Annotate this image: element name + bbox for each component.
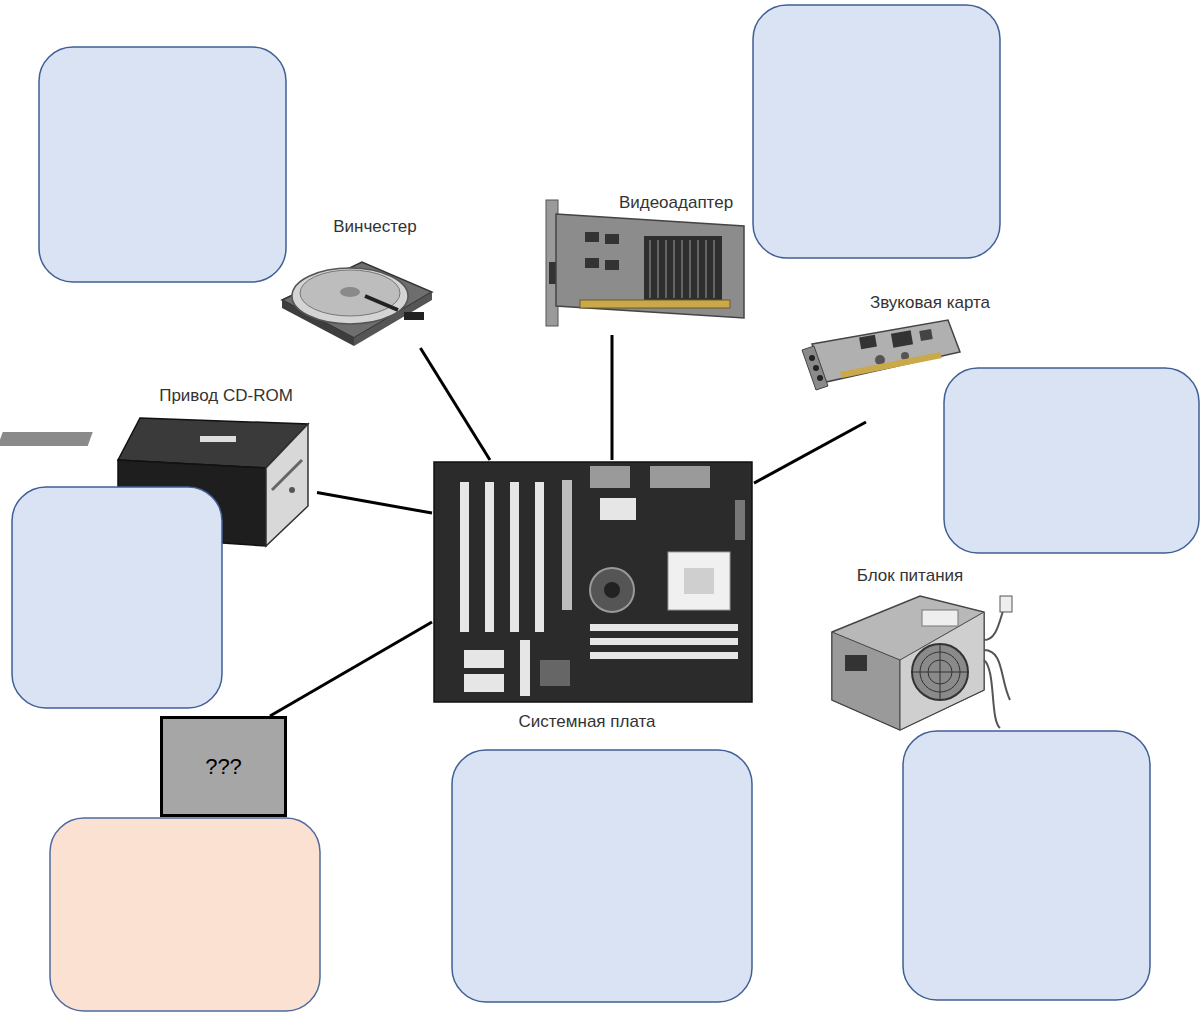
component-node: Видеоадаптер bbox=[545, 190, 750, 335]
component-node: Звуковая карта bbox=[800, 290, 975, 422]
component-node: Системная плата bbox=[432, 460, 754, 735]
motherboard-picture bbox=[434, 462, 752, 702]
connector-line bbox=[270, 622, 432, 716]
connector-line bbox=[420, 348, 490, 460]
component-node: Винчестер bbox=[278, 213, 438, 348]
component-caption: Привод CD-ROM bbox=[159, 386, 293, 406]
component-node: Блок питания bbox=[828, 563, 1018, 733]
sound-card-picture bbox=[802, 320, 960, 390]
component-caption: Блок питания bbox=[857, 566, 964, 586]
connector-line bbox=[610, 335, 613, 460]
component-caption: Видеоадаптер bbox=[619, 193, 733, 213]
answer-box-highlighted bbox=[50, 818, 320, 1011]
component-caption: Звуковая карта bbox=[870, 293, 990, 313]
component-node: Привод CD-ROM bbox=[112, 384, 317, 546]
video-card-picture bbox=[546, 200, 744, 326]
connector-line bbox=[754, 422, 866, 483]
question-text: ??? bbox=[201, 750, 246, 784]
hard-drive-picture bbox=[282, 262, 432, 346]
question-box: ??? bbox=[160, 716, 287, 817]
connector-line bbox=[317, 493, 432, 514]
component-caption: Винчестер bbox=[333, 217, 417, 237]
component-caption: Системная плата bbox=[518, 712, 655, 732]
power-supply-picture bbox=[832, 596, 1012, 730]
